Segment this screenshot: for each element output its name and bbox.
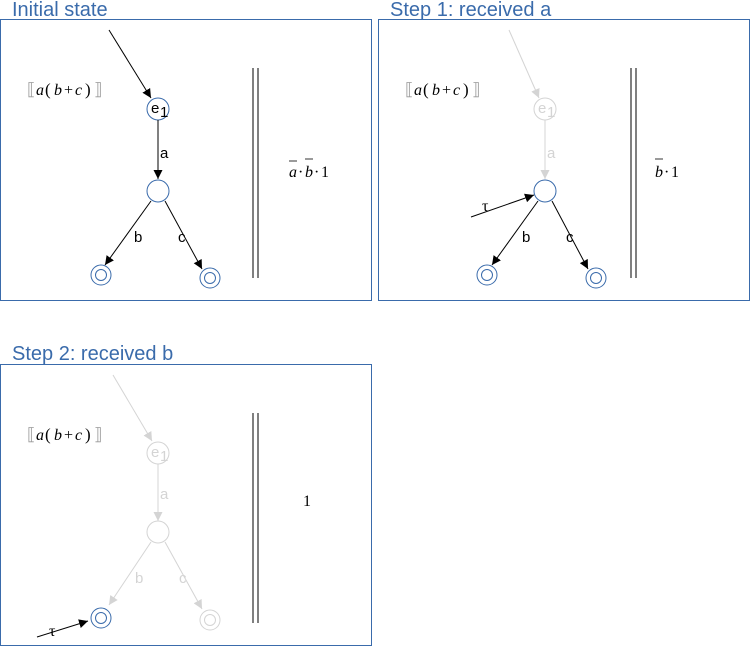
left-semantic-bracket: ⟦	[405, 80, 413, 99]
tau-label: τ	[482, 198, 489, 215]
panel-initial-state: ⟦ a ( b + c ) ⟧ e 1 a b c	[0, 19, 372, 301]
automaton-diagram-initial: ⟦ a ( b + c ) ⟧ e 1 a b c	[27, 29, 329, 289]
expr-a: a	[414, 82, 422, 99]
expr-open-paren: (	[45, 80, 51, 99]
final-state-b	[90, 264, 112, 286]
edge-c-label: c	[178, 229, 186, 246]
residual-b: b	[655, 164, 663, 181]
expr-plus: +	[442, 82, 451, 99]
panel-step1: ⟦ a ( b + c ) ⟧ e 1 a τ b c	[378, 19, 750, 301]
expr-open-paren: (	[45, 425, 51, 444]
tau-arrow	[36, 619, 89, 638]
residual-one: 1	[303, 493, 311, 510]
state-middle-active	[533, 179, 557, 203]
residual-dot-1: ·	[298, 164, 303, 181]
tau-arrow	[470, 193, 535, 218]
edge-c	[551, 200, 589, 270]
edge-b-label: b	[522, 229, 530, 246]
final-state-c	[585, 267, 607, 289]
expr-close-paren: )	[85, 80, 91, 99]
residual-expression: b · 1	[655, 158, 679, 181]
residual-a: a	[289, 164, 297, 181]
final-state-c-faded	[199, 609, 221, 631]
expression-label: ⟦ a ( b + c ) ⟧	[405, 80, 480, 99]
final-state-b	[476, 264, 498, 286]
expr-open-paren: (	[423, 80, 429, 99]
expr-b: b	[54, 82, 62, 99]
state-middle	[146, 179, 170, 203]
edge-b-label: b	[134, 229, 142, 246]
state-e1-label: e	[151, 100, 159, 117]
residual-expression: a · b · 1	[289, 158, 329, 181]
expr-close-paren: )	[85, 425, 91, 444]
edge-c-label: c	[566, 229, 574, 246]
edge-b-label: b	[135, 570, 143, 587]
residual-dot: ·	[664, 164, 669, 181]
expr-c: c	[75, 82, 82, 99]
edge-c	[164, 200, 203, 270]
panel-title-step2: Step 2: received b	[12, 343, 174, 365]
residual-one: 1	[321, 164, 329, 181]
residual-b: b	[305, 164, 313, 181]
edge-a-label: a	[160, 486, 169, 503]
automaton-diagram-step1: ⟦ a ( b + c ) ⟧ e 1 a τ b c	[405, 29, 679, 289]
separator-double-line	[252, 68, 259, 278]
state-e1-subscript: 1	[160, 104, 168, 121]
separator-double-line	[630, 68, 637, 278]
tau-label: τ	[49, 623, 56, 640]
expr-plus: +	[64, 427, 73, 444]
residual-one: 1	[671, 164, 679, 181]
right-semantic-bracket: ⟧	[472, 80, 480, 99]
expr-c: c	[75, 427, 82, 444]
state-e1-label: e	[538, 100, 546, 117]
expr-c: c	[453, 82, 460, 99]
expr-close-paren: )	[463, 80, 469, 99]
expr-plus: +	[64, 82, 73, 99]
automaton-diagram-step2: ⟦ a ( b + c ) ⟧ e 1 a b c τ	[27, 374, 311, 640]
edge-a-label: a	[547, 145, 556, 162]
expression-label: ⟦ a ( b + c ) ⟧	[27, 80, 102, 99]
panel-step2: ⟦ a ( b + c ) ⟧ e 1 a b c τ	[0, 364, 372, 646]
separator-double-line	[252, 413, 259, 623]
edge-b	[491, 200, 539, 266]
state-e1-subscript: 1	[547, 104, 555, 121]
edge-c-label: c	[179, 570, 187, 587]
left-semantic-bracket: ⟦	[27, 80, 35, 99]
expr-b: b	[54, 427, 62, 444]
initial-arrow-faded	[508, 29, 540, 99]
state-e1-subscript: 1	[160, 448, 168, 465]
state-e1-label: e	[151, 444, 159, 461]
initial-arrow-faded	[112, 374, 153, 442]
left-semantic-bracket: ⟦	[27, 425, 35, 444]
initial-arrow	[108, 29, 152, 99]
panel-title-step1: Step 1: received a	[390, 0, 552, 21]
edge-a-label: a	[160, 145, 169, 162]
state-middle-faded	[146, 520, 170, 544]
right-semantic-bracket: ⟧	[94, 80, 102, 99]
edge-b	[104, 200, 152, 266]
edge-b-faded	[108, 541, 152, 606]
residual-dot-2: ·	[314, 164, 319, 181]
expression-label: ⟦ a ( b + c ) ⟧	[27, 425, 102, 444]
panel-title-initial: Initial state	[12, 0, 108, 21]
expr-a: a	[36, 82, 44, 99]
final-state-b-active	[90, 607, 112, 629]
right-semantic-bracket: ⟧	[94, 425, 102, 444]
edge-c-faded	[164, 541, 203, 610]
expr-b: b	[432, 82, 440, 99]
expr-a: a	[36, 427, 44, 444]
final-state-c	[199, 267, 221, 289]
